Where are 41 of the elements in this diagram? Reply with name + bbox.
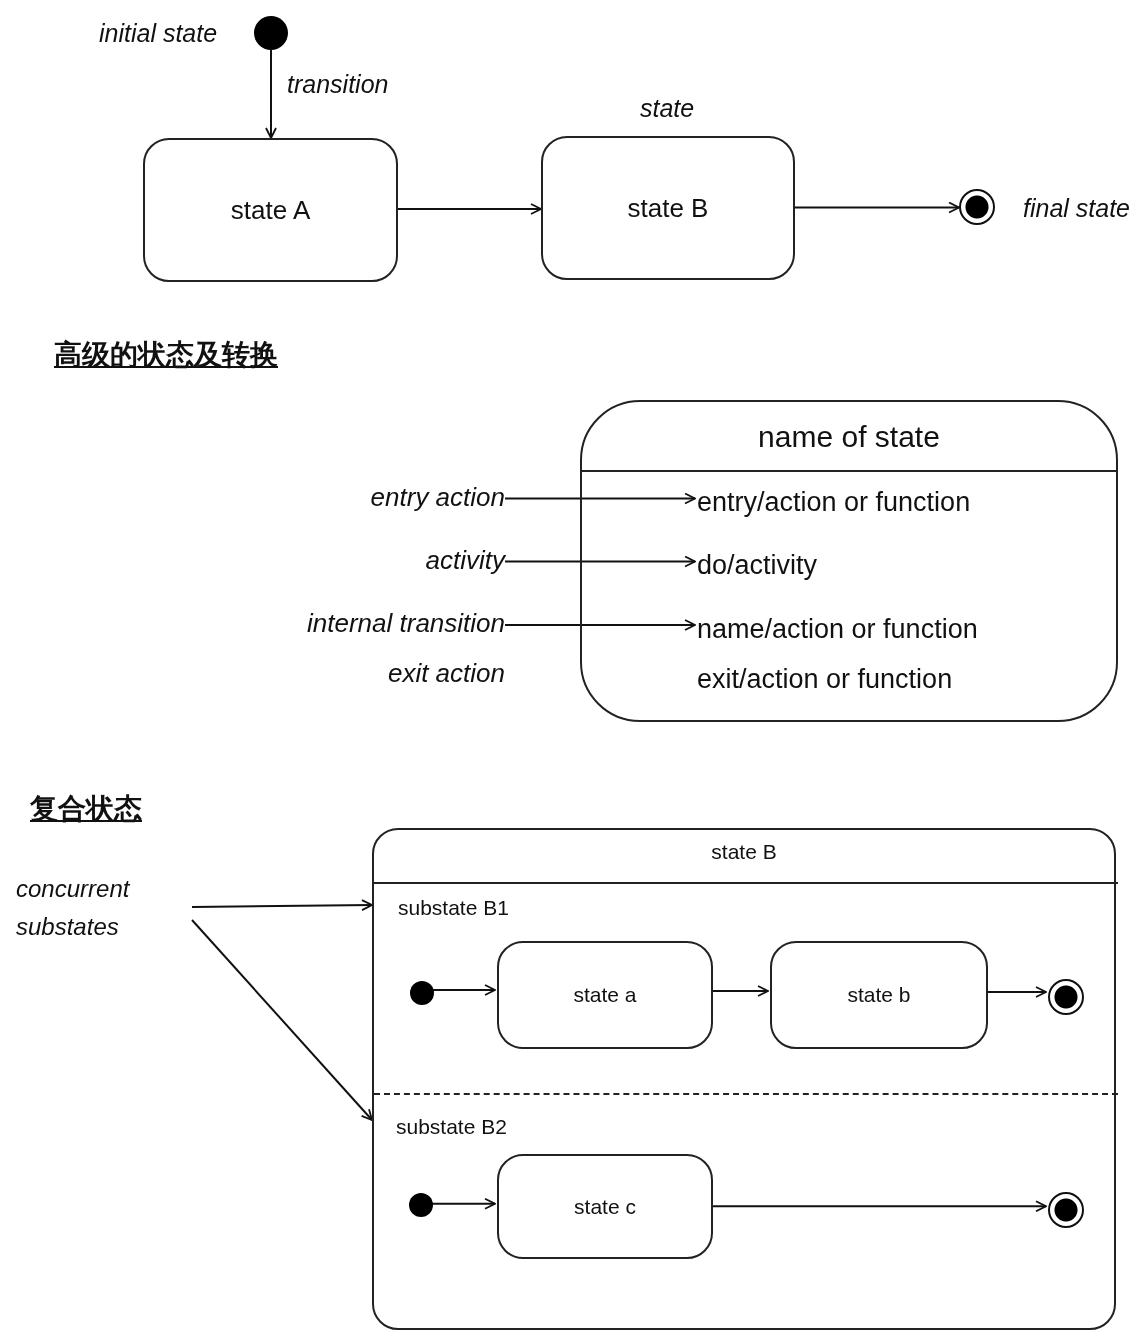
leader-arrow [191, 919, 373, 1121]
state-box [372, 828, 1116, 1330]
transition-arrow [504, 492, 696, 505]
annotation-text: concurrent substates [16, 870, 188, 946]
region-label: substate B2 [396, 1115, 507, 1139]
final-state-symbol [1048, 1192, 1084, 1228]
initial-state-dot [409, 1193, 433, 1217]
transition-arrow [397, 203, 542, 215]
annotation-text: entry action [300, 479, 505, 515]
final-state-symbol [1048, 979, 1084, 1015]
compartment-text: do/activity [697, 547, 1017, 583]
annotation-text: activity [300, 542, 505, 578]
compartment-text: entry/action or function [697, 484, 1017, 520]
transition-arrow [710, 985, 769, 997]
state-caption: final state [1023, 194, 1130, 223]
region [374, 882, 1118, 1095]
transition-arrow [710, 1200, 1047, 1213]
state-box: state A [143, 138, 398, 282]
initial-state-dot [410, 981, 434, 1005]
state-name: name of state [757, 420, 941, 454]
region-label: substate B1 [398, 896, 509, 920]
state-box [580, 400, 1118, 722]
transition-arrow [504, 619, 696, 631]
state-box: state c [497, 1154, 713, 1259]
compartment-text: exit/action or function [697, 664, 953, 695]
state-caption: initial state [99, 19, 218, 48]
state-box: state a [497, 941, 713, 1049]
state-name: state B [710, 840, 778, 864]
state-box: state b [770, 941, 988, 1049]
state-name: state B [627, 192, 709, 224]
transition-arrow [265, 49, 277, 139]
annotation-text: internal transition [258, 605, 505, 641]
transition-arrow [794, 201, 960, 214]
section-heading: 复合状态 [30, 792, 142, 826]
state-caption: state [640, 94, 695, 123]
section-heading: 高级的状态及转换 [54, 338, 278, 372]
compartment-text: name/action or function [697, 611, 1017, 647]
transition-arrow [985, 986, 1047, 998]
leader-arrow [191, 899, 373, 911]
annotation-text: exit action [386, 658, 505, 689]
transition-arrow [504, 555, 696, 568]
